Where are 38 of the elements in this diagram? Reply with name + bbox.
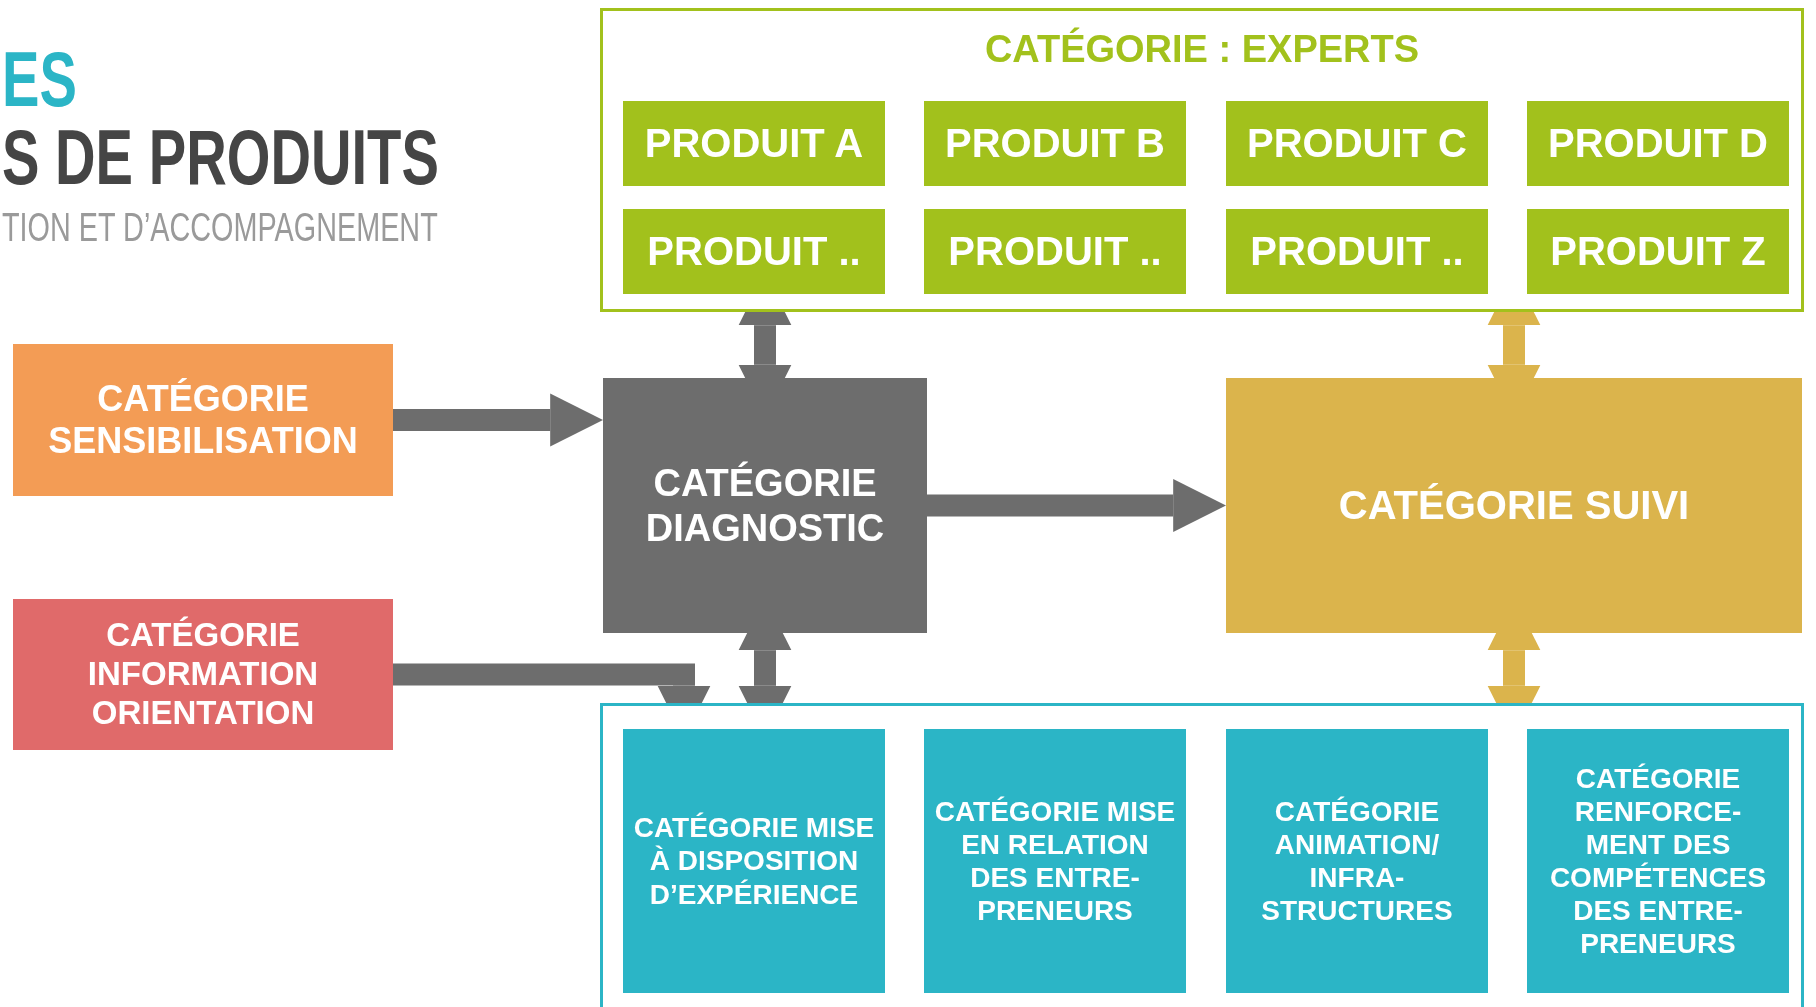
node-label: CATÉGORIE SENSIBILISATION xyxy=(47,377,359,463)
category-box xyxy=(1226,729,1488,993)
node-label: CATÉGORIE DIAGNOSTIC xyxy=(644,460,886,551)
node-label: CATÉGORIE SUIVI xyxy=(1338,481,1690,529)
node-label: PRODUIT B xyxy=(945,119,1165,167)
node-label: PRODUIT A xyxy=(644,119,864,167)
node-label: CATÉGORIE INFORMATION ORIENTATION xyxy=(86,616,320,733)
category-box xyxy=(1527,729,1789,993)
group-box xyxy=(600,703,1804,1007)
group-title: CATÉGORIE : EXPERTS xyxy=(984,27,1420,72)
product-box xyxy=(623,209,885,294)
node-label: PRODUIT Z xyxy=(1550,227,1766,275)
product-box xyxy=(1527,209,1789,294)
category-box xyxy=(924,729,1186,993)
title-text: TION ET D’ACCOMPAGNEMENT xyxy=(2,205,438,250)
node-label: CATÉGORIE RENFORCE- MENT DES COMPÉTENCES DES ENTRE- PRENEURS xyxy=(1548,761,1768,961)
product-box xyxy=(924,101,1186,186)
product-box xyxy=(1527,101,1789,186)
category-box xyxy=(603,378,927,633)
group-box xyxy=(600,8,1804,312)
node-label: CATÉGORIE ANIMATION/ INFRA- STRUCTURES xyxy=(1260,794,1454,928)
category-box xyxy=(13,344,393,496)
category-box xyxy=(13,599,393,750)
product-box xyxy=(1226,209,1488,294)
product-box xyxy=(623,101,885,186)
arrow xyxy=(393,393,603,447)
node-label: CATÉGORIE MISE EN RELATION DES ENTRE- PRENEURS xyxy=(933,794,1177,928)
node-label: PRODUIT .. xyxy=(1250,227,1464,275)
node-label: PRODUIT .. xyxy=(647,227,861,275)
product-box xyxy=(924,209,1186,294)
node-label: PRODUIT C xyxy=(1247,119,1467,167)
node-label: PRODUIT .. xyxy=(948,227,1162,275)
node-label: CATÉGORIE MISE À DISPOSITION D’EXPÉRIENCE xyxy=(632,811,876,911)
node-label: PRODUIT D xyxy=(1548,119,1768,167)
arrow xyxy=(927,479,1226,532)
category-box xyxy=(1226,378,1802,633)
category-box xyxy=(623,729,885,993)
product-box xyxy=(1226,101,1488,186)
